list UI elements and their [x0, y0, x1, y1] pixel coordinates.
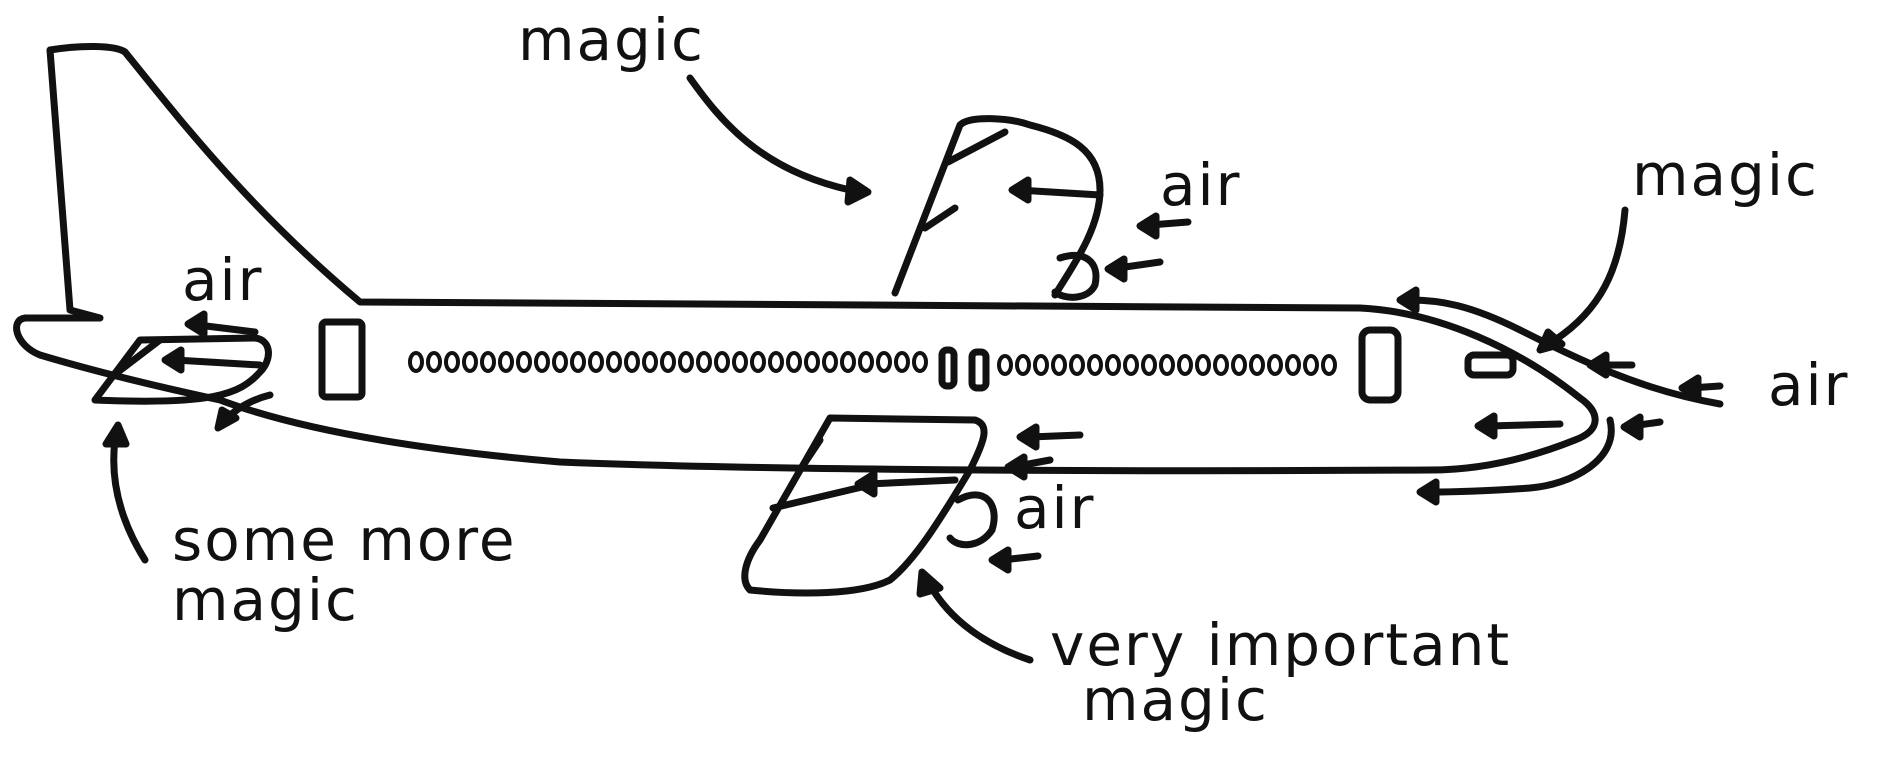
window-row: [410, 353, 1335, 374]
label-air-tail: air: [182, 246, 264, 314]
label-very-important-magic-line2: magic: [1082, 666, 1269, 734]
rear-door: [322, 322, 362, 397]
label-some-more-magic-line1: some more: [172, 506, 517, 574]
passenger-window: [410, 353, 422, 371]
passenger-window: [680, 353, 692, 371]
airflow-bottom-wing-1-head: [858, 474, 874, 494]
pointer-very-important-magic: [930, 585, 1030, 660]
airflow-top-wing-1-head: [1012, 180, 1028, 200]
passenger-window: [482, 353, 494, 371]
label-air-bottom-wing: air: [1014, 474, 1096, 542]
passenger-window: [608, 353, 620, 371]
pointer-magic-top-head: [848, 180, 868, 202]
passenger-window: [734, 353, 746, 371]
passenger-window: [698, 353, 710, 371]
passenger-window: [1179, 356, 1191, 374]
passenger-window: [500, 353, 512, 371]
emergency-exit-right: [972, 352, 986, 388]
passenger-window: [752, 353, 764, 371]
airflow-top-wing-2-head: [1140, 216, 1156, 236]
passenger-window: [1323, 356, 1335, 374]
emergency-exit-left: [942, 350, 954, 386]
pointer-some-more-magic: [114, 440, 145, 560]
passenger-window: [1161, 356, 1173, 374]
passenger-window: [716, 353, 728, 371]
passenger-window: [860, 353, 872, 371]
pointer-some-more-magic-head: [106, 425, 126, 444]
passenger-window: [999, 356, 1011, 374]
pointer-magic-top: [690, 78, 850, 190]
passenger-window: [806, 353, 818, 371]
passenger-window: [824, 353, 836, 371]
passenger-window: [1035, 356, 1047, 374]
airflow-tail-1-head: [165, 350, 181, 370]
passenger-window: [1089, 356, 1101, 374]
passenger-window: [644, 353, 656, 371]
passenger-window: [1251, 356, 1263, 374]
passenger-window: [518, 353, 530, 371]
passenger-window: [788, 353, 800, 371]
passenger-window: [842, 353, 854, 371]
passenger-window: [1215, 356, 1227, 374]
airflow-tail-2-head: [188, 314, 204, 334]
passenger-window: [536, 353, 548, 371]
passenger-window: [1287, 356, 1299, 374]
passenger-window: [1107, 356, 1119, 374]
top-wing: [895, 119, 1100, 295]
passenger-window: [1071, 356, 1083, 374]
passenger-window: [590, 353, 602, 371]
passenger-window: [554, 353, 566, 371]
passenger-window: [1143, 356, 1155, 374]
passenger-window: [662, 353, 674, 371]
airflow-bottom-wing-1: [868, 480, 955, 484]
bottom-engine: [950, 495, 994, 545]
airflow-bottom-wing-2-head: [1020, 427, 1036, 447]
label-magic-top: magic: [518, 6, 705, 74]
passenger-window: [914, 353, 926, 371]
label-some-more-magic-line2: magic: [172, 566, 359, 634]
label-air-nose: air: [1768, 351, 1850, 419]
pointer-very-important-magic-head: [920, 572, 940, 594]
front-door: [1362, 330, 1398, 400]
passenger-window: [1017, 356, 1029, 374]
passenger-window: [1233, 356, 1245, 374]
label-air-top-wing: air: [1160, 151, 1242, 219]
passenger-window: [464, 353, 476, 371]
airflow-top-wing-3-head: [1108, 259, 1124, 279]
airflow-nose-3-head: [1624, 417, 1640, 437]
airflow-tail-3-head: [218, 410, 236, 428]
passenger-window: [1053, 356, 1065, 374]
streamline-under-nose-head: [1420, 482, 1436, 502]
airflow-nose-4: [1488, 424, 1560, 426]
passenger-window: [1197, 356, 1209, 374]
airflow-nose-4-head: [1478, 416, 1494, 436]
passenger-window: [1125, 356, 1137, 374]
passenger-window: [626, 353, 638, 371]
passenger-window: [1305, 356, 1317, 374]
streamline-over-nose-head: [1400, 290, 1416, 310]
passenger-window: [770, 353, 782, 371]
passenger-window: [446, 353, 458, 371]
label-magic-nose: magic: [1632, 141, 1819, 209]
airflow-bottom-wing-4-head: [992, 550, 1008, 570]
airflow-tail-1: [175, 360, 260, 365]
passenger-window: [428, 353, 440, 371]
pointer-magic-nose: [1555, 210, 1625, 340]
passenger-window: [1269, 356, 1281, 374]
passenger-window: [572, 353, 584, 371]
passenger-window: [896, 353, 908, 371]
cockpit-window: [1468, 355, 1513, 375]
passenger-window: [878, 353, 890, 371]
